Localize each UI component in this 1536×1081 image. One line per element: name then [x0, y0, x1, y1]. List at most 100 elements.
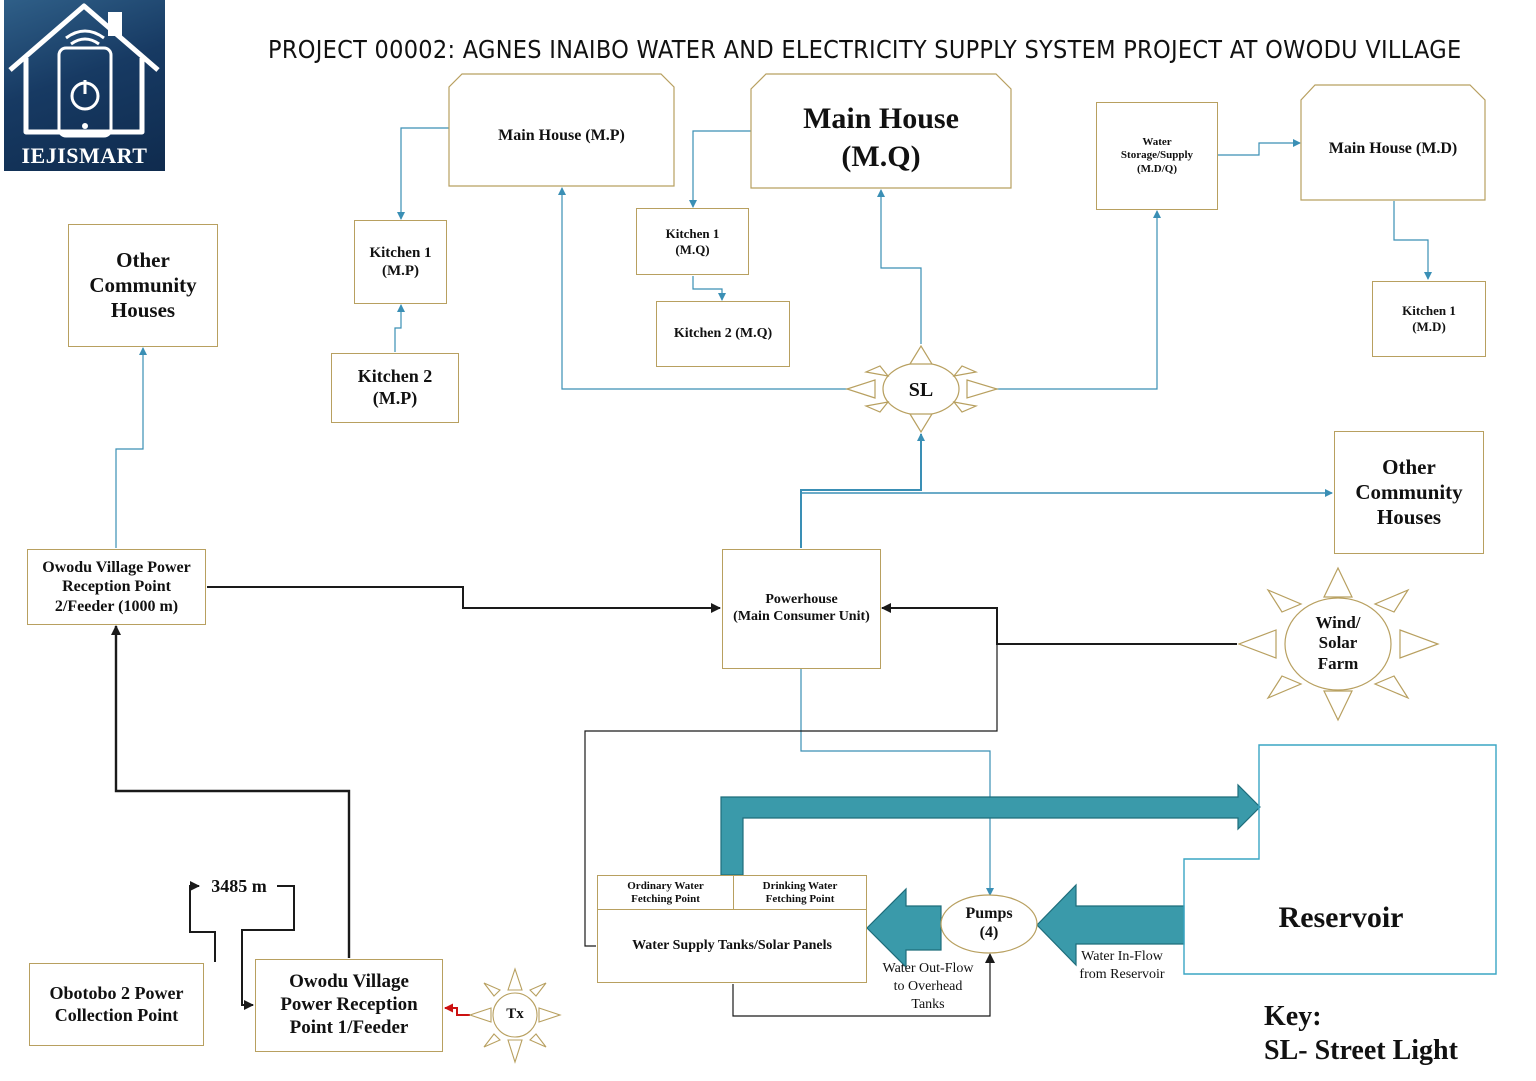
kitchen1-mq-line1: Kitchen 1 — [665, 225, 720, 241]
wire-feeder1-to-feeder2 — [111, 625, 351, 958]
kitchen1-mp-box: Kitchen 1 (M.P) — [354, 220, 447, 304]
wind-solar-line3: Farm — [1317, 653, 1359, 673]
key-heading: Key: — [1264, 1001, 1322, 1032]
powerhouse-line2: (Main Consumer Unit) — [733, 609, 870, 624]
reception-point2-line1: Owodu Village Power — [42, 559, 191, 577]
street-light-label: SL — [908, 379, 934, 401]
main-house-mp: Main House (M.P) — [498, 127, 625, 144]
reception-point1-line3: Point 1/Feeder — [289, 1016, 409, 1038]
wind-solar-line1: Wind/ — [1315, 613, 1361, 632]
main-house-md-shape — [1300, 84, 1486, 201]
wind-solar-farm-sun-icon — [1237, 566, 1440, 722]
kitchen1-mq-line2: (M.Q) — [675, 241, 710, 257]
pumps-ellipse — [940, 894, 1038, 954]
main-house-mq-line1: Main House — [803, 102, 959, 135]
water-out-flow-line3: Tanks — [911, 997, 945, 1013]
main-house-md: Main House (M.D) — [1328, 140, 1458, 157]
water-in-flow-line1: Water In-Flow — [1081, 949, 1163, 964]
kitchen2-mp-line2: (M.P) — [372, 388, 418, 408]
wind-solar-label: Wind/ Solar Farm — [1298, 613, 1378, 674]
main-house-mq-line2: (M.Q) — [841, 139, 921, 173]
wire-mq-to-kitchen1 — [689, 130, 751, 208]
reservoir-outline — [1183, 744, 1497, 975]
distance-label: 3485 m — [211, 876, 267, 896]
obotobo-line1: Obotobo 2 Power — [49, 982, 184, 1003]
wire-feeder2-to-other-houses — [115, 347, 147, 548]
kitchen2-mp-box: Kitchen 2 (M.P) — [331, 353, 459, 423]
other-houses-left-line2: Community — [89, 272, 197, 297]
wire-sl-to-storage — [996, 210, 1161, 390]
kitchen1-mp-line1: Kitchen 1 — [369, 245, 432, 261]
water-tanks-box: Water Supply Tanks/Solar Panels — [597, 909, 867, 983]
kitchen1-md-line2: (M.D) — [1412, 319, 1446, 334]
wire-powerhouse-to-sl — [800, 433, 925, 548]
other-houses-left-box: Other Community Houses — [68, 224, 218, 347]
reception-point2-line3: 2/Feeder (1000 m) — [54, 597, 179, 615]
flow-arrow-from-reservoir — [1036, 883, 1185, 967]
flow-arrow-to-reservoir — [720, 783, 1261, 876]
wire-storage-to-md — [1218, 139, 1301, 156]
wire-kitchen1-to-kitchen2-mq — [692, 276, 726, 301]
reception-point2-box: Owodu Village Power Reception Point 2/Fe… — [27, 549, 206, 625]
wire-kitchen2-to-kitchen1-mp — [394, 304, 405, 352]
kitchen1-md-line1: Kitchen 1 — [1402, 303, 1456, 319]
main-house-mq-shape — [750, 73, 1012, 189]
water-storage-line3: (M.D/Q) — [1136, 162, 1177, 175]
kitchen1-mp-line2: (M.P) — [381, 263, 420, 279]
other-houses-right-box: Other Community Houses — [1334, 431, 1484, 554]
powerhouse-box: Powerhouse (Main Consumer Unit) — [722, 549, 881, 669]
wire-mp-to-kitchen1 — [397, 127, 449, 220]
ordinary-water-line1: Ordinary Water — [627, 879, 704, 892]
reception-point1-box: Owodu Village Power Reception Point 1/Fe… — [255, 959, 443, 1052]
water-in-flow-line2: from Reservoir — [1079, 967, 1165, 983]
obotobo-line2: Collection Point — [54, 1004, 179, 1025]
reception-point1-line1: Owodu Village — [289, 971, 409, 993]
wire-md-to-kitchen1 — [1393, 201, 1432, 280]
wire-tx-to-feeder1 — [444, 1003, 470, 1016]
ordinary-water-point-box: Ordinary Water Fetching Point — [597, 875, 734, 910]
distance-bracket-left — [189, 881, 216, 962]
kitchen2-mp-line1: Kitchen 2 — [357, 366, 433, 387]
kitchen2-mq-box: Kitchen 2 (M.Q) — [656, 301, 790, 367]
wire-tanks-to-pumps — [732, 953, 995, 1017]
water-in-flow-label: Water In-Flow from Reservoir — [1062, 948, 1182, 984]
pumps-line2: (4) — [979, 924, 999, 942]
water-storage-line2: Storage/Supply — [1120, 149, 1194, 162]
other-houses-right-line2: Community — [1355, 479, 1463, 504]
transformer-label: Tx — [506, 1006, 524, 1022]
other-houses-left-line1: Other — [116, 247, 170, 272]
reservoir-label: Reservoir — [1278, 901, 1404, 934]
page-title: PROJECT 00002: AGNES INAIBO WATER AND EL… — [268, 35, 1462, 64]
wire-powerhouse-to-pumps — [800, 669, 994, 896]
wire-sl-to-mp — [558, 187, 848, 390]
logo-text: IEJISMART — [21, 143, 148, 168]
water-out-flow-label: Water Out-Flow to Overhead Tanks — [868, 960, 988, 1015]
main-house-mq: Main House (M.Q) — [751, 100, 1011, 175]
pumps-label: Pumps (4) — [949, 904, 1029, 942]
water-storage-box: Water Storage/Supply (M.D/Q) — [1096, 102, 1218, 210]
drinking-water-point-box: Drinking Water Fetching Point — [733, 875, 867, 910]
wire-sl-to-mq — [877, 189, 922, 344]
wire-wind-to-powerhouse — [881, 603, 1237, 645]
water-out-flow-line1: Water Out-Flow — [882, 961, 974, 976]
other-houses-right-line1: Other — [1382, 454, 1436, 479]
wind-solar-line2: Solar — [1318, 633, 1358, 653]
ordinary-water-line2: Fetching Point — [631, 892, 700, 905]
wire-feeder2-to-powerhouse — [207, 586, 721, 613]
flow-arrow-to-tanks — [866, 887, 942, 969]
water-storage-line1: Water — [1142, 136, 1172, 149]
iejismart-logo: IEJISMART — [4, 0, 165, 171]
wire-wind-to-tanks — [584, 644, 998, 947]
pumps-line1: Pumps — [965, 905, 1013, 922]
kitchen1-mq-box: Kitchen 1 (M.Q) — [636, 208, 749, 275]
distance-bracket-right — [241, 885, 295, 1010]
reception-point2-line2: Reception Point — [62, 578, 171, 596]
transformer-sun-icon — [468, 967, 562, 1064]
drinking-water-line2: Fetching Point — [765, 892, 835, 905]
reception-point1-line2: Power Reception — [280, 994, 418, 1016]
powerhouse-line1: Powerhouse — [765, 592, 838, 608]
kitchen1-md-box: Kitchen 1 (M.D) — [1372, 281, 1486, 357]
other-houses-right-line3: Houses — [1376, 505, 1442, 530]
obotobo-box: Obotobo 2 Power Collection Point — [29, 963, 204, 1046]
